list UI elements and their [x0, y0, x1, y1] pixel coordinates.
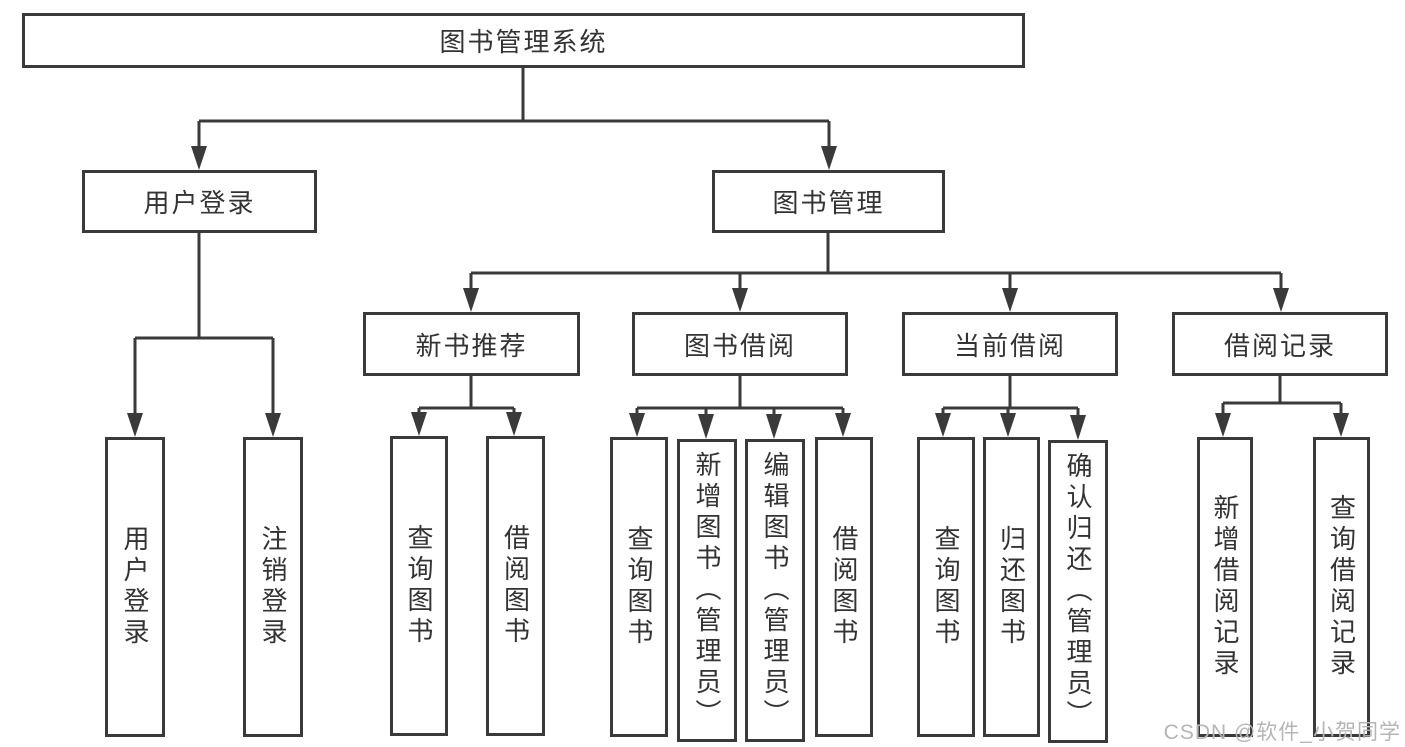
node-book-management: 图书管理 — [712, 170, 945, 233]
node-borrow-records: 借阅记录 — [1172, 312, 1388, 376]
leaf-label: 用户登录 — [120, 525, 150, 649]
node-label: 借阅记录 — [1223, 330, 1336, 361]
leaf-bb-add-books-admin: 新增图书（管理员） — [677, 439, 737, 742]
leaf-label: 查询图书 — [404, 524, 434, 648]
leaf-label: 归还图书 — [996, 525, 1027, 649]
node-user-login: 用户登录 — [82, 170, 317, 233]
leaf-cb-confirm-return-admin: 确认归还（管理员） — [1048, 440, 1108, 743]
leaf-label: 查询图书 — [624, 525, 654, 649]
leaf-bb-borrow-books: 借阅图书 — [815, 437, 873, 737]
connector-current-borrow-children — [941, 376, 1080, 415]
node-label: 图书借阅 — [683, 330, 796, 361]
node-new-book-recommend: 新书推荐 — [363, 312, 580, 376]
leaf-nb-query-books: 查询图书 — [390, 436, 448, 736]
leaf-label: 编辑图书（管理员） — [760, 451, 790, 730]
node-book-borrow: 图书借阅 — [632, 312, 848, 376]
leaf-logout-login: 注销登录 — [243, 437, 303, 737]
leaf-label: 借阅图书 — [829, 525, 859, 649]
leaf-user-login: 用户登录 — [105, 437, 165, 737]
node-label: 新书推荐 — [415, 330, 528, 361]
leaf-label: 查询借阅记录 — [1326, 494, 1357, 680]
connector-new-book-children — [417, 376, 516, 414]
leaf-label: 查询图书 — [931, 525, 961, 649]
leaf-bb-edit-books-admin: 编辑图书（管理员） — [745, 439, 805, 742]
leaf-bb-query-books: 查询图书 — [610, 437, 668, 737]
connector-root-to-level1 — [197, 68, 831, 148]
leaf-label: 新增借阅记录 — [1210, 494, 1240, 680]
csdn-watermark: CSDN @软件_小贺同学 — [1163, 721, 1401, 744]
connector-user-login-children — [133, 233, 275, 415]
leaf-cb-return-books: 归还图书 — [983, 437, 1040, 737]
node-label: 用户登录 — [143, 188, 256, 218]
leaf-br-add-record: 新增借阅记录 — [1197, 437, 1253, 737]
connector-book-borrow-children — [635, 376, 845, 415]
node-label: 图书管理系统 — [439, 27, 608, 57]
node-label: 图书管理 — [772, 188, 885, 218]
leaf-label: 确认归还（管理员） — [1063, 452, 1093, 731]
leaf-br-query-record: 查询借阅记录 — [1313, 437, 1370, 737]
leaf-cb-query-books: 查询图书 — [917, 437, 975, 737]
leaf-nb-borrow-books: 借阅图书 — [486, 436, 545, 736]
leaf-label: 注销登录 — [258, 525, 288, 649]
connector-borrow-record-children — [1221, 376, 1343, 415]
node-current-borrow: 当前借阅 — [902, 312, 1118, 376]
node-label: 当前借阅 — [953, 330, 1066, 361]
arrowheads — [127, 146, 1349, 440]
leaf-label: 借阅图书 — [500, 524, 531, 648]
leaf-label: 新增图书（管理员） — [692, 451, 722, 730]
connector-book-mgmt-children — [469, 233, 1283, 290]
node-library-system-root: 图书管理系统 — [22, 13, 1025, 68]
